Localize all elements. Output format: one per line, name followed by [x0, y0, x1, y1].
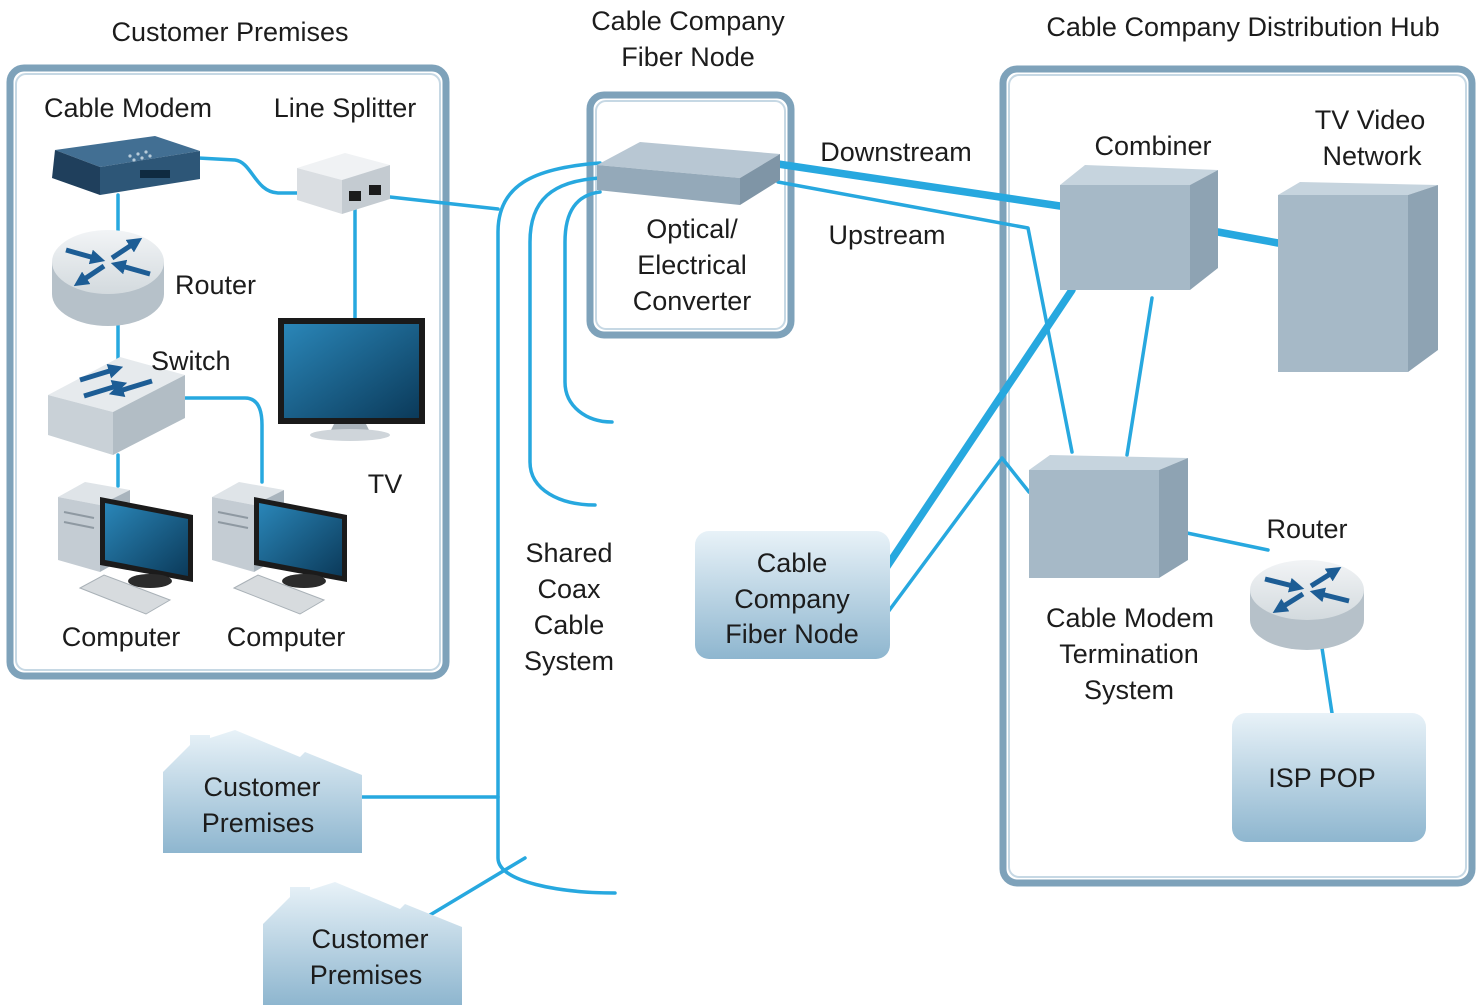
link-house-2-coax: [428, 856, 527, 917]
shared-coax-label-line-2: Coax: [537, 574, 601, 604]
switch-icon: [48, 357, 185, 455]
computer-1-label: Computer: [62, 622, 181, 652]
computer-1-icon: [58, 482, 193, 615]
tv-video-network-label-line-2: Network: [1322, 141, 1422, 171]
cable-modem-icon: [52, 136, 200, 195]
isp-pop-label: ISP POP: [1268, 763, 1376, 793]
tv-label: TV: [368, 469, 403, 499]
combiner-box: [1060, 165, 1218, 290]
router-label: Router: [175, 270, 256, 300]
isp-pop-box: [1232, 713, 1426, 842]
computer-2-label: Computer: [227, 622, 346, 652]
link-switch-computer-2: [183, 396, 264, 484]
line-splitter-label: Line Splitter: [274, 93, 417, 123]
remote-fiber-node-label-line-1: Cable: [757, 548, 828, 578]
cmts-label-line-1: Cable Modem: [1046, 603, 1214, 633]
converter-label-line-3: Converter: [633, 286, 752, 316]
combiner-label: Combiner: [1094, 131, 1211, 161]
house-2-label-line-1: Customer: [311, 924, 428, 954]
downstream-link: [774, 160, 1064, 210]
link-combiner-cmts: [1125, 296, 1154, 457]
customer-premises-title: Customer Premises: [111, 17, 348, 47]
shared-coax-label-line-4: System: [524, 646, 614, 676]
remote-fiber-node-label-line-3: Fiber Node: [725, 619, 859, 649]
cmts-label-line-2: Termination: [1059, 639, 1199, 669]
house-1-label-line-1: Customer: [203, 772, 320, 802]
link-remote-node-cmts: [886, 456, 1031, 614]
tv-icon: [278, 318, 425, 441]
hub-router-label: Router: [1266, 514, 1347, 544]
fiber-node-title-line-2: Fiber Node: [621, 42, 755, 72]
upstream-link: [776, 180, 1074, 454]
cmts-label-line-3: System: [1084, 675, 1174, 705]
link-combiner-tv-network: [1214, 228, 1282, 247]
coax-line-short: [563, 190, 614, 424]
optical-electrical-converter-icon: [597, 142, 780, 205]
link-cmts-router: [1185, 531, 1270, 552]
tv-video-network-box: [1278, 182, 1438, 372]
computer-2-icon: [212, 482, 347, 615]
remote-fiber-node-label-line-2: Company: [734, 584, 850, 614]
coax-line-main: [496, 161, 617, 895]
hub-router-icon: [1250, 560, 1364, 650]
coax-line-middle: [528, 176, 602, 507]
cable-modem-label: Cable Modem: [44, 93, 212, 123]
link-router-isp-pop: [1320, 646, 1334, 715]
link-remote-node-combiner: [882, 286, 1076, 572]
house-2-icon: [263, 882, 462, 1005]
upstream-label: Upstream: [828, 220, 945, 250]
distribution-hub-title: Cable Company Distribution Hub: [1046, 12, 1439, 42]
line-splitter-icon: [297, 153, 390, 214]
house-1-label-line-2: Premises: [202, 808, 315, 838]
links: [116, 156, 1334, 917]
switch-label: Switch: [151, 346, 231, 376]
link-splitter-coax: [388, 195, 500, 211]
house-1-icon: [163, 730, 362, 853]
house-2-label-line-2: Premises: [310, 960, 423, 990]
fiber-node-title-line-1: Cable Company: [591, 6, 785, 36]
converter-label-line-1: Optical/: [646, 214, 738, 244]
remote-fiber-node-box: [695, 531, 890, 659]
router-icon: [52, 230, 164, 326]
shared-coax-label-line-1: Shared: [525, 538, 612, 568]
cmts-box: [1029, 455, 1188, 578]
link-modem-splitter: [196, 156, 302, 195]
downstream-label: Downstream: [820, 137, 972, 167]
converter-label-line-2: Electrical: [637, 250, 747, 280]
tv-video-network-label-line-1: TV Video: [1315, 105, 1426, 135]
shared-coax-label-line-3: Cable: [534, 610, 605, 640]
